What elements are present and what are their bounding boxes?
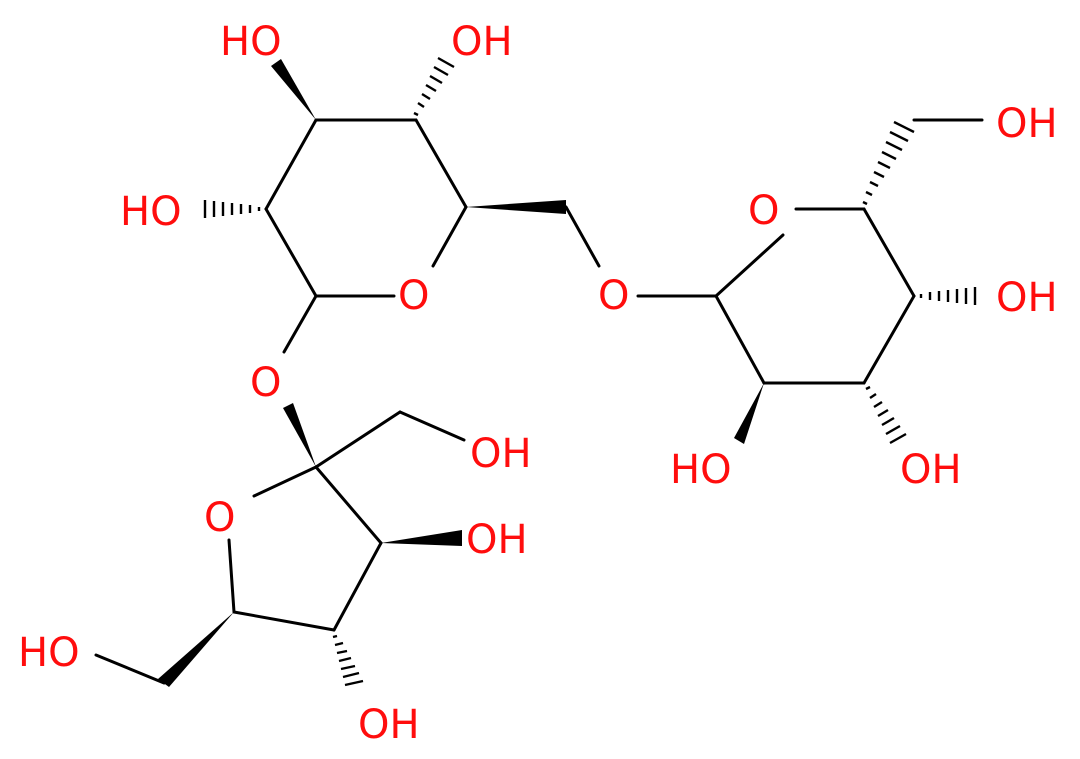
hydroxyl-label: HO <box>120 189 182 235</box>
bond <box>714 294 766 385</box>
hash-bond <box>889 432 907 445</box>
bond <box>398 410 466 442</box>
hash-bond <box>877 408 889 418</box>
atom-labels: HO OH HO O O OH O OH HO OH O O OH OH HO … <box>18 19 1058 748</box>
bond <box>431 205 468 268</box>
hydroxyl-label: HO <box>18 630 80 676</box>
bond <box>264 207 318 298</box>
hash-bond <box>873 400 883 409</box>
hash-bond <box>332 634 338 639</box>
hash-bond <box>873 170 885 179</box>
bond <box>862 207 916 298</box>
bond <box>314 465 383 545</box>
wedge-bond <box>466 200 566 214</box>
hash-bond <box>334 641 344 647</box>
wedge-bond <box>283 403 316 467</box>
hash-bond <box>889 130 909 143</box>
hash-bond <box>433 65 449 77</box>
bond <box>282 294 318 354</box>
wedge-bond <box>158 612 234 687</box>
hash-bond <box>342 671 360 679</box>
hydroxyl-label: OH <box>451 19 513 65</box>
bond <box>564 205 601 268</box>
hydroxyl-label: HO <box>670 447 732 493</box>
bonds <box>94 118 984 685</box>
bridge-oxygen-label: O <box>250 360 281 406</box>
bond <box>252 465 318 498</box>
hydroxyl-label: OH <box>358 702 420 748</box>
bond <box>94 653 166 685</box>
hash-bond <box>340 664 356 671</box>
hash-bond <box>425 83 437 93</box>
hashed-bonds <box>203 56 977 687</box>
hash-bond <box>869 393 877 399</box>
bond <box>714 233 785 298</box>
ring-oxygen-label: O <box>398 273 429 319</box>
hash-bond <box>877 160 891 170</box>
hash-bond <box>338 656 352 663</box>
hash-bond <box>885 140 903 152</box>
wedge-bond <box>271 59 316 120</box>
hash-bond <box>336 649 348 655</box>
wedge-bonds <box>158 59 764 687</box>
hash-bond <box>881 416 895 427</box>
hydroxyl-label: OH <box>900 447 962 493</box>
bond <box>414 118 468 209</box>
hash-bond <box>869 180 879 188</box>
hash-bond <box>885 424 901 436</box>
hydroxyl-label: OH <box>470 431 532 477</box>
hash-bond <box>429 74 443 85</box>
bond <box>332 541 383 632</box>
bridge-oxygen-label: O <box>598 273 629 319</box>
wedge-bond <box>734 383 764 444</box>
bond <box>264 118 318 211</box>
hash-bond <box>417 102 425 108</box>
bond <box>232 610 336 632</box>
hydroxyl-label: OH <box>996 101 1058 147</box>
bond <box>862 294 916 385</box>
hydroxyl-label: OH <box>466 517 528 563</box>
hydroxyl-label: OH <box>996 275 1058 321</box>
hash-bond <box>344 679 364 687</box>
hash-bond <box>421 92 431 101</box>
bond <box>314 410 402 469</box>
hash-bond <box>865 190 873 197</box>
hash-bond <box>862 200 868 206</box>
ring-oxygen-label: O <box>204 495 235 541</box>
ring-oxygen-label: O <box>748 188 779 234</box>
hash-bond <box>413 111 419 117</box>
hash-bond <box>865 385 871 391</box>
hash-bond <box>893 120 915 134</box>
hydroxyl-label: HO <box>220 19 282 65</box>
hash-bond <box>881 150 897 161</box>
bond <box>227 538 236 614</box>
wedge-bond <box>381 530 462 546</box>
hash-bond <box>437 56 455 69</box>
